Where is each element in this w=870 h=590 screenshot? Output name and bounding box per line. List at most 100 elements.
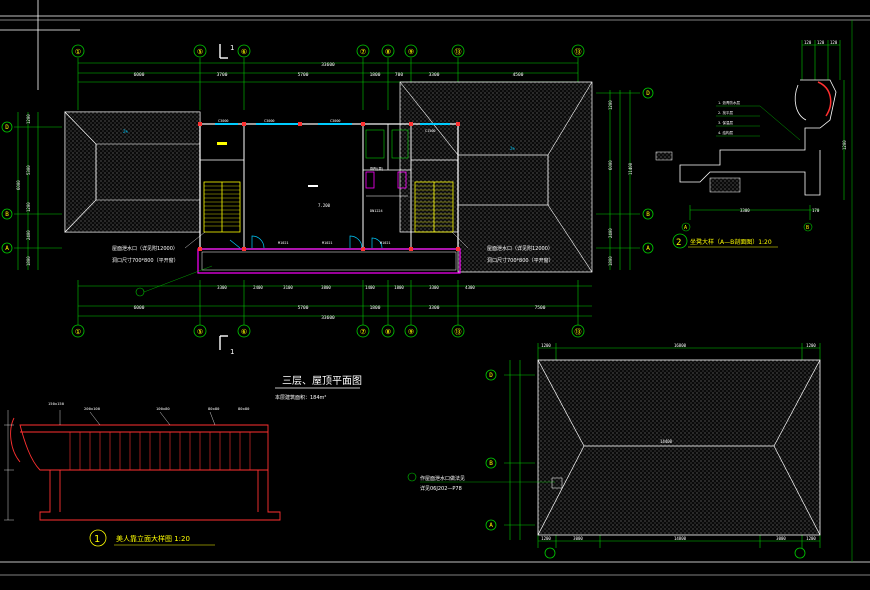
dim-bottom-total: 33600 — [321, 315, 335, 321]
dim-bottom-detail-3: 3800 — [321, 285, 331, 290]
axis-bottom-3: ⑦ — [360, 328, 366, 336]
railing-detail-number: 1 — [94, 534, 100, 545]
parapet-base-hatch — [709, 177, 741, 193]
dim-bottom-seg-3: 3300 — [429, 305, 440, 311]
roof-note-2: 详见06J202—P78 — [420, 485, 462, 492]
roof-plan: 1200 16800 1200 1200 3000 14800 3000 120… — [407, 343, 821, 559]
railing-dim-4: 80x80 — [238, 406, 250, 411]
roof-dim-bottom-0: 1200 — [541, 536, 551, 541]
dim-bottom-detail-4: 1400 — [365, 285, 375, 290]
axis-top-0: ① — [75, 48, 81, 56]
small-label-1: C3000 — [264, 119, 275, 123]
small-label-4: M1021 — [278, 241, 289, 245]
small-label-3: C1500 — [425, 129, 436, 133]
axis-top-3: ⑦ — [360, 48, 366, 56]
railing-dim-labels: 150x150 200x100 100x80 80x80 80x80 — [48, 401, 250, 411]
small-label-2: C3000 — [330, 119, 341, 123]
parapet-layer-0: 1. 沥青防水层 — [718, 100, 740, 105]
roof-ridge-label: 14400 — [660, 439, 673, 444]
right-dim-labels: 1200 6000 2400 1800 11400 — [608, 100, 633, 266]
axis-bubbles-bottom — [71, 324, 585, 338]
roof-plan-hips — [537, 359, 821, 536]
dim-right-4: 11400 — [628, 162, 633, 175]
right-note-leader — [451, 231, 469, 249]
dim-top-seg-2: 5700 — [298, 72, 309, 78]
parapet-dim-0: 120 — [804, 40, 812, 45]
room-marker — [308, 185, 318, 187]
parapet-dim-5: 170 — [812, 208, 820, 213]
railing-dim-3: 80x80 — [208, 406, 220, 411]
parapet-layer-2: 3. 保温层 — [718, 120, 733, 125]
roof-axis-2: A — [489, 522, 493, 529]
roof-dim-bottom-4: 1200 — [806, 536, 816, 541]
dim-left-5: 1800 — [26, 256, 31, 266]
axis-bottom-1: ⑤ — [197, 328, 203, 336]
right-note-1: 屋面泄水口（详见附12000） — [487, 245, 553, 252]
parapet-dim-2: 120 — [830, 40, 838, 45]
section-mark-bottom-label: 1 — [230, 348, 234, 356]
roof-dim-top-1: 16800 — [674, 343, 687, 348]
axis-bubbles-right — [642, 87, 654, 254]
roof-dim-top-2: 1200 — [806, 343, 816, 348]
parapet-layer-3: 4. 结构层 — [718, 130, 733, 135]
dim-bottom-detail-5: 1800 — [394, 285, 404, 290]
dim-top-total: 33600 — [321, 62, 335, 68]
dim-right-1: 6000 — [608, 160, 613, 170]
parapet-axis-a-bubble — [681, 222, 691, 232]
axis-top-5: ⑨ — [408, 48, 414, 56]
axis-bubbles-top — [71, 44, 585, 58]
roof-dim-bottom-1: 3000 — [573, 536, 583, 541]
parapet-dim-3: 3300 — [740, 208, 750, 213]
dim-left-1: 5300 — [26, 165, 31, 175]
left-note-2: 洞口尺寸700*800（平开窗） — [112, 257, 179, 264]
drain-callout-leader — [143, 265, 213, 293]
railing-balusters — [69, 432, 251, 470]
parapet-note-leaders — [716, 105, 801, 141]
right-roof-slope-label: 2% — [510, 146, 515, 151]
roof-plan-dim-labels: 1200 16800 1200 1200 3000 14800 3000 120… — [541, 343, 816, 541]
section-mark-top-label: 1 — [230, 44, 234, 52]
parapet-detail-title: 坐凳大样（A—B剖面图）1:20 — [690, 238, 772, 246]
ramp-label: DN1224 — [370, 209, 383, 213]
axis-labels-bottom: ① ⑤ ⑥ ⑦ ⑧ ⑨ ⑬ ⑬ — [75, 328, 582, 336]
dim-left-4: 2400 — [26, 230, 31, 240]
small-label-0: C3000 — [218, 119, 229, 123]
roof-axis-bubbles — [485, 369, 806, 559]
bottom-segment-dims: 6000 5700 1800 3300 7500 — [134, 305, 546, 311]
left-dimensions — [14, 112, 62, 270]
axis-right-2: A — [646, 245, 650, 252]
railing-dim-2: 100x80 — [156, 406, 170, 411]
roof-drain — [551, 477, 563, 489]
axis-labels-right: D B A — [646, 90, 650, 252]
roof-dim-bottom-3: 3000 — [776, 536, 786, 541]
building-body — [197, 123, 461, 274]
plan-area-note: 本层建筑面积：184m² — [275, 394, 326, 401]
column-marker — [217, 142, 227, 145]
parapet-section-shape — [679, 79, 837, 196]
railing-outline — [10, 417, 281, 521]
dim-right-3: 1800 — [608, 256, 613, 266]
parapet-dim-1: 120 — [817, 40, 825, 45]
dim-left-0: 1200 — [26, 114, 31, 124]
dim-top-seg-4: 700 — [395, 72, 403, 78]
stair-right — [414, 181, 454, 233]
axis-top-4: ⑧ — [385, 48, 391, 56]
dim-bottom-seg-4: 7500 — [535, 305, 546, 311]
axis-bottom-0: ① — [75, 328, 81, 336]
axis-top-1: ⑤ — [197, 48, 203, 56]
roof-plan-outline — [537, 359, 821, 536]
railing-dim-0: 150x150 — [48, 401, 65, 406]
bottom-dimensions — [77, 280, 592, 325]
small-label-6: M1021 — [380, 241, 391, 245]
parapet-axis-b: B — [806, 225, 809, 231]
main-plan: 33600 6000 3700 5700 1800 700 3300 4500 … — [1, 44, 654, 401]
dim-bottom-seg-1: 5700 — [298, 305, 309, 311]
left-note-1: 屋面泄水口（详见附12000） — [112, 245, 178, 252]
stair-left — [203, 181, 241, 233]
axis-top-7: ⑬ — [575, 48, 582, 56]
axis-top-6: ⑬ — [455, 48, 462, 56]
section-mark-bottom: 1 — [219, 335, 234, 356]
dim-top-seg-5: 3300 — [429, 72, 440, 78]
dim-left-3: 6000 — [16, 180, 21, 190]
axis-labels-left: D B A — [5, 124, 9, 252]
